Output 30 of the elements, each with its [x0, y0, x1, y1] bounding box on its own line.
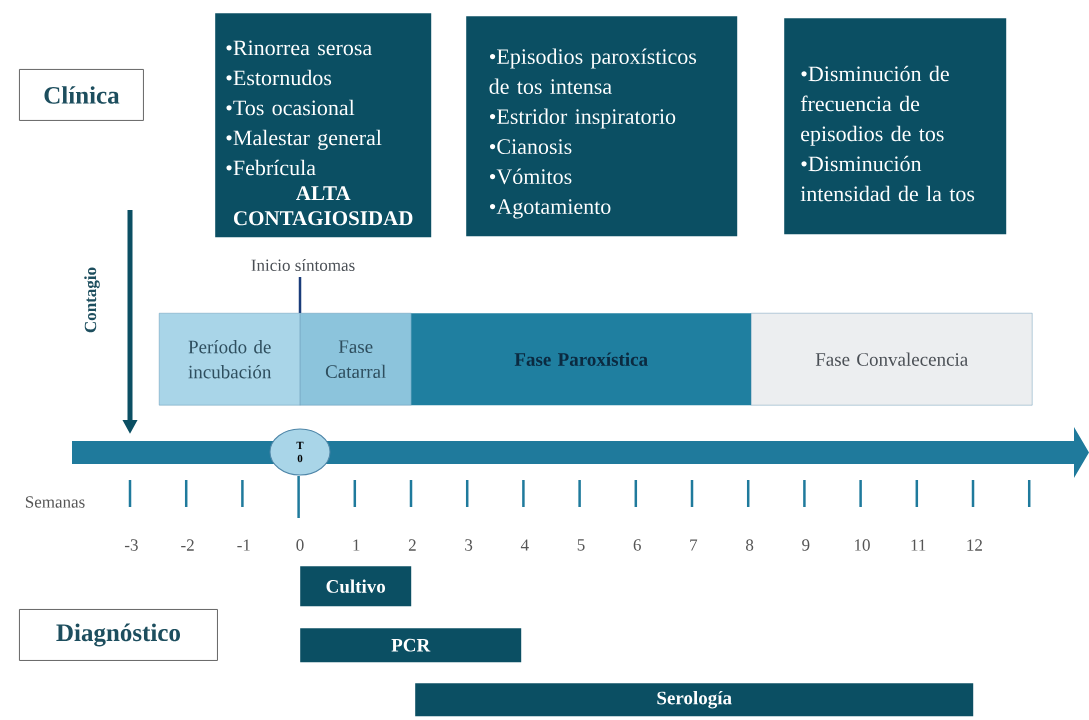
tick-label: 9 — [802, 539, 810, 551]
tick-label: 3 — [465, 539, 473, 551]
tick-label: -3 — [124, 539, 138, 551]
test-window-bar: Cultivo — [300, 566, 412, 607]
phase-band: Período de incubación — [159, 313, 301, 406]
symptom-box: •Episodios paroxísticos de tos intensa •Estridor inspiratorio •Cianosis •Vómitos •Agotamiento — [466, 16, 738, 237]
tick-label: 4 — [520, 539, 529, 551]
direction-label: Contagio — [84, 267, 100, 333]
tick-label: 7 — [690, 539, 698, 551]
tick-label: 11 — [911, 539, 926, 551]
section-label-box: Clínica — [19, 69, 144, 121]
symptom-box: •Rinorrea serosa •Estornudos •Tos ocasional •Malestar general •Febrícula ALTA CONTAGIOSIDAD — [215, 13, 432, 238]
tick-label: -2 — [181, 539, 194, 551]
marker-label: Inicio síntomas — [251, 259, 355, 271]
tick-label: 6 — [633, 539, 641, 551]
phase-band: Fase Catarral — [300, 313, 412, 406]
tick-label: 5 — [577, 539, 585, 551]
tick-label: 0 — [296, 539, 304, 551]
tick-label: 8 — [746, 539, 754, 551]
phase-band: Fase Convalecencia — [751, 313, 1033, 406]
tick-label: 10 — [855, 539, 870, 551]
section-label-box: Diagnóstico — [19, 609, 218, 661]
axis-label: Semanas — [25, 496, 85, 508]
test-window-bar: PCR — [300, 628, 522, 663]
tick-label: 12 — [967, 539, 982, 551]
tick-label: 2 — [408, 539, 416, 551]
tick-label: -1 — [237, 539, 250, 551]
test-window-bar: Serología — [415, 683, 974, 717]
phase-band: Fase Paroxística — [411, 313, 752, 406]
symptom-box: •Disminución de frecuencia de episodios de tos •Disminución intensidad de la tos — [784, 18, 1007, 235]
